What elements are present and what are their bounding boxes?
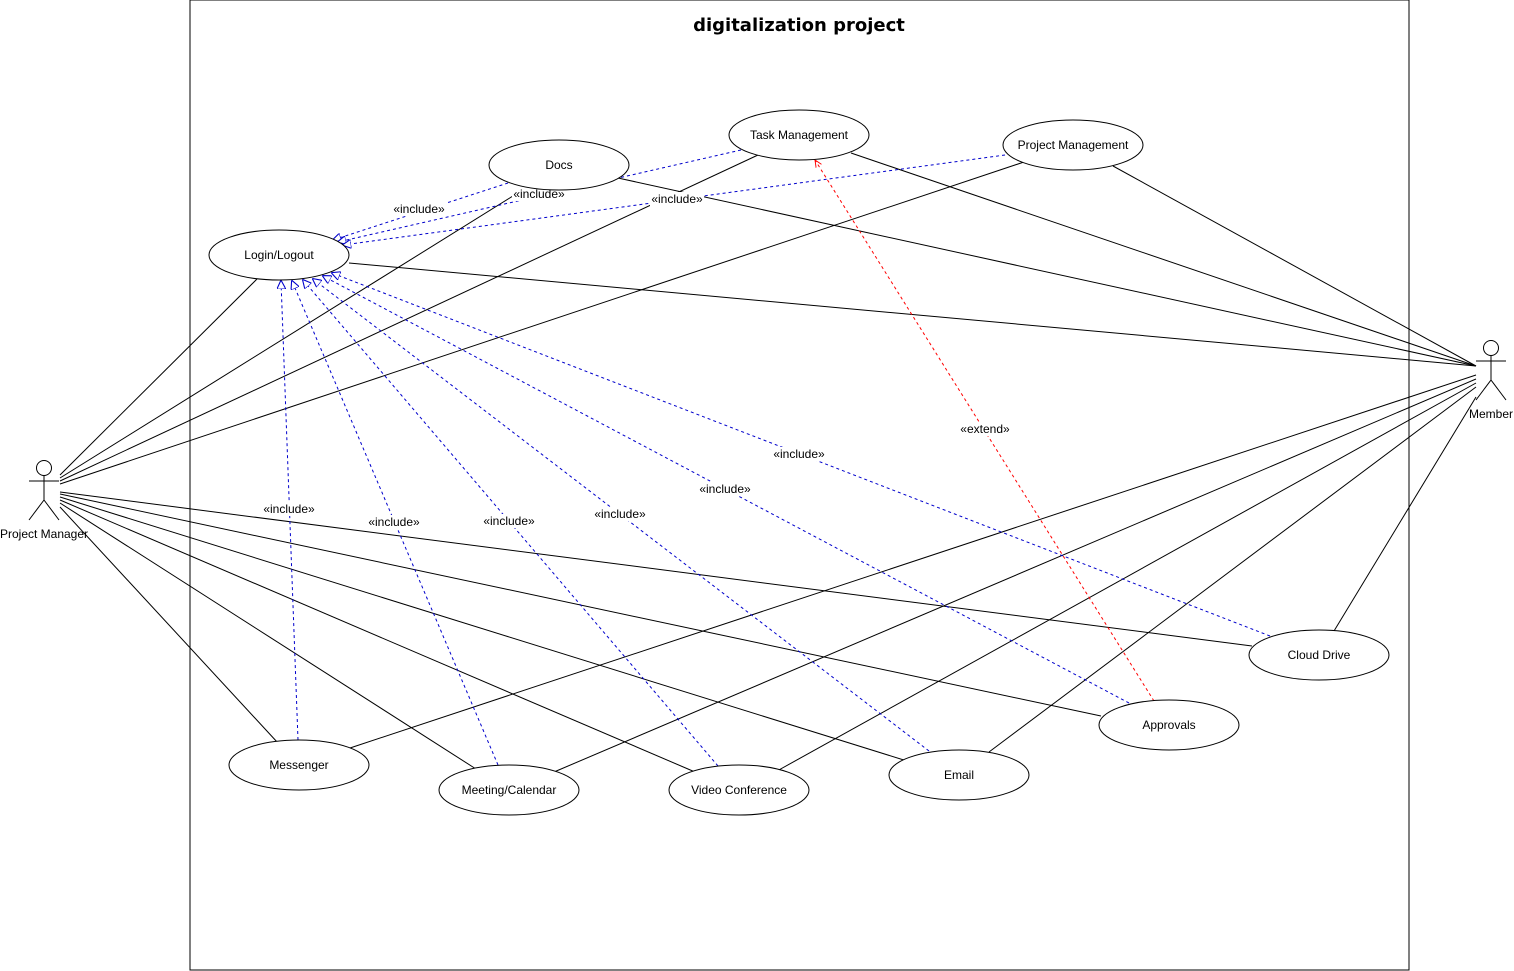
assoc-member-video <box>776 382 1477 772</box>
include-label-docs: «include» <box>393 202 445 216</box>
pm-associations <box>59 154 1253 773</box>
system-boundary <box>189 0 1410 971</box>
assoc-member-cloud <box>1333 396 1477 632</box>
actor-head-icon <box>36 460 52 476</box>
actor-project-manager[interactable] <box>28 460 60 521</box>
assoc-member-email <box>988 386 1477 753</box>
assoc-member-project <box>1112 165 1477 367</box>
assoc-member-docs <box>617 177 1477 367</box>
use-case-email[interactable]: Email <box>888 749 1030 801</box>
extend-label: «extend» <box>960 422 1010 436</box>
assoc-pm-task <box>59 154 759 482</box>
assoc-member-messenger <box>349 374 1477 749</box>
use-case-cloud-drive[interactable]: Cloud Drive <box>1248 629 1390 681</box>
assoc-pm-project <box>59 161 1025 485</box>
use-case-login-label: Login/Logout <box>244 248 314 262</box>
include-label-meeting: «include» <box>368 515 420 529</box>
include-meeting-login <box>292 281 499 766</box>
include-label-video: «include» <box>483 514 535 528</box>
use-case-video-conference[interactable]: Video Conference <box>668 764 810 816</box>
include-label-messenger: «include» <box>263 502 315 516</box>
include-label-approvals: «include» <box>699 482 751 496</box>
include-label-cloud: «include» <box>773 447 825 461</box>
use-case-approvals-label: Approvals <box>1142 718 1195 732</box>
assoc-member-task <box>850 152 1477 367</box>
include-label-task: «include» <box>513 187 565 201</box>
use-case-task-label: Task Management <box>750 128 849 142</box>
assoc-pm-email <box>59 496 908 762</box>
actor-member[interactable] <box>1475 340 1507 401</box>
actor-project-manager-label: Project Manager <box>0 527 88 541</box>
assoc-pm-meeting <box>59 502 477 770</box>
assoc-pm-cloud <box>59 491 1253 647</box>
use-case-docs[interactable]: Docs <box>488 139 630 191</box>
system-title: digitalization project <box>693 15 905 36</box>
use-case-messenger[interactable]: Messenger <box>228 739 370 791</box>
use-case-project-management[interactable]: Project Management <box>1002 119 1144 171</box>
use-case-meeting-calendar[interactable]: Meeting/Calendar <box>438 764 580 816</box>
include-label-project: «include» <box>651 192 703 206</box>
assoc-pm-video <box>59 499 696 773</box>
actor-member-label: Member <box>1469 407 1513 421</box>
use-case-messenger-label: Messenger <box>269 758 328 772</box>
use-case-approvals[interactable]: Approvals <box>1098 699 1240 751</box>
assoc-pm-docs <box>59 185 530 479</box>
use-case-login[interactable]: Login/Logout <box>208 229 350 281</box>
use-case-cloud-label: Cloud Drive <box>1288 648 1351 662</box>
assoc-pm-messenger <box>59 506 279 744</box>
use-case-docs-label: Docs <box>545 158 572 172</box>
include-label-email: «include» <box>594 507 646 521</box>
actor-head-icon <box>1483 340 1499 356</box>
use-case-task-management[interactable]: Task Management <box>728 109 870 161</box>
use-case-meeting-label: Meeting/Calendar <box>462 783 557 797</box>
assoc-pm-login <box>59 278 258 476</box>
assoc-member-meeting <box>553 378 1477 773</box>
use-case-project-label: Project Management <box>1018 138 1129 152</box>
use-case-video-label: Video Conference <box>691 783 787 797</box>
member-associations <box>348 152 1477 773</box>
use-case-email-label: Email <box>944 768 974 782</box>
relation-labels: «include» «include» «include» «include» … <box>262 187 1012 529</box>
assoc-member-login <box>348 262 1477 367</box>
